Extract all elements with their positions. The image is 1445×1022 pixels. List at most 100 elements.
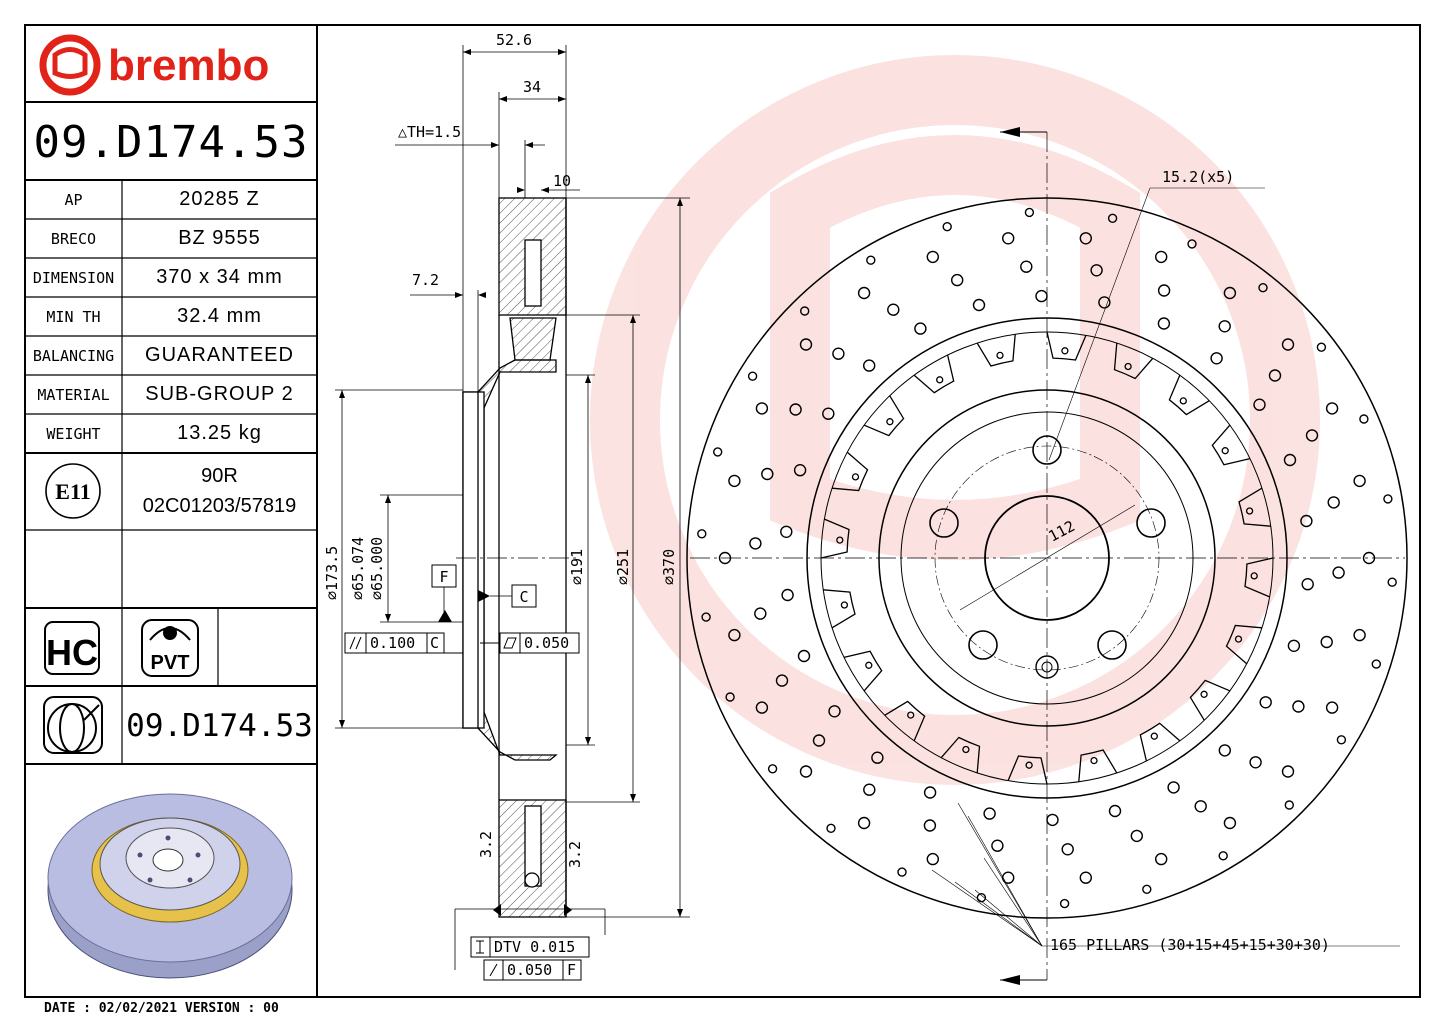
drill-hole	[1283, 453, 1297, 467]
datum-f: F	[439, 568, 448, 586]
bolt-hole-callout: 15.2(x5)	[1162, 168, 1234, 186]
drill-hole	[755, 701, 769, 714]
drill-hole	[923, 786, 937, 799]
vane-outline	[820, 331, 1274, 785]
pillar-mark	[840, 601, 849, 609]
e11-mark-icon	[45, 463, 101, 519]
drill-hole	[1223, 286, 1237, 300]
drill-hole	[1284, 800, 1295, 810]
dim-d173: ⌀173.5	[323, 546, 341, 600]
pillar-mark	[1250, 572, 1258, 580]
drill-hole	[1336, 735, 1347, 745]
roughness-1: 3.2	[477, 831, 495, 858]
drill-hole	[991, 839, 1004, 852]
pvt-badge-icon	[141, 619, 199, 677]
drill-hole	[1353, 474, 1366, 488]
drill-hole	[1371, 659, 1382, 669]
homologation-code: 90R	[201, 464, 238, 487]
pillar-mark	[865, 661, 873, 669]
drill-hole	[761, 467, 774, 481]
drill-hole	[1281, 338, 1295, 351]
drill-hole	[812, 734, 826, 747]
pillar-mark	[1234, 635, 1243, 643]
drill-hole	[1167, 781, 1180, 794]
drill-hole	[826, 823, 836, 833]
drill-hole	[857, 816, 871, 830]
cross-section-view	[456, 197, 580, 918]
drill-hole	[1387, 577, 1397, 587]
drill-hole	[713, 447, 723, 457]
drill-hole	[1258, 283, 1268, 293]
drill-hole	[728, 628, 741, 642]
drill-hole	[781, 588, 794, 602]
pillar-mark	[1179, 397, 1187, 405]
drill-hole	[1268, 369, 1282, 382]
drill-hole	[1301, 578, 1314, 591]
drill-hole	[1210, 352, 1223, 365]
drill-hole	[983, 807, 996, 820]
drill-hole	[972, 298, 986, 312]
drill-hole	[725, 692, 735, 702]
drill-hole	[1359, 414, 1369, 424]
disc-render-image	[47, 793, 293, 979]
sheet-border	[24, 24, 1421, 998]
drill-hole	[1281, 765, 1295, 778]
drill-hole	[1383, 494, 1393, 504]
drill-hole	[775, 674, 789, 687]
drill-hole	[701, 612, 711, 622]
spec-label: MIN TH	[46, 307, 101, 326]
dim-d191: ⌀191	[568, 549, 586, 585]
spec-value: 13.25 kg	[177, 422, 262, 444]
drill-hole	[799, 338, 813, 351]
pillar-mark	[962, 745, 970, 754]
tol-parallel: 0.100	[370, 634, 415, 652]
drill-hole	[863, 783, 876, 796]
pillar-mark	[936, 376, 944, 384]
drill-hole	[1142, 884, 1152, 894]
drill-hole	[857, 286, 871, 300]
dim-thickness: 34	[523, 78, 541, 96]
spec-value: BZ 9555	[178, 227, 261, 249]
drill-hole	[942, 221, 952, 232]
spec-value: SUB-GROUP 2	[145, 383, 294, 405]
tol-dtv: DTV 0.015	[494, 938, 575, 956]
spec-value: 20285 Z	[179, 188, 260, 210]
drill-hole	[718, 551, 732, 565]
drill-hole	[780, 525, 793, 538]
spec-value: 370 x 34 mm	[156, 266, 283, 288]
tol-runout: 0.050	[507, 961, 552, 979]
brembo-logo-icon	[39, 34, 101, 96]
drill-hole	[1325, 701, 1339, 714]
drill-hole	[1320, 635, 1333, 649]
pillar-mark	[851, 473, 860, 481]
pillar-mark	[836, 536, 844, 544]
pillar-mark	[996, 351, 1004, 360]
pvt-badge: PVT	[151, 652, 190, 674]
drill-hole	[871, 751, 884, 764]
drill-hole	[755, 402, 769, 415]
tol-runout-ref: F	[567, 961, 576, 979]
drill-hole	[1157, 317, 1171, 330]
drill-hole	[1046, 813, 1059, 827]
drill-hole	[1035, 289, 1048, 303]
part-number-bottom: 09.D174.53	[126, 708, 313, 744]
drill-hole	[799, 765, 813, 778]
drill-hole	[1292, 700, 1305, 713]
pillar-mark	[1025, 761, 1033, 769]
drill-hole	[1098, 296, 1111, 309]
drill-hole	[1130, 829, 1144, 843]
spec-label: BRECO	[50, 229, 97, 248]
drill-hole	[1079, 871, 1093, 884]
pillar-mark	[1200, 690, 1208, 698]
pillar-mark	[1245, 507, 1254, 515]
drill-hole	[887, 303, 900, 316]
tol-parallel-ref: C	[430, 634, 439, 652]
pillar-mark	[1090, 756, 1098, 765]
hc-badge: HC	[46, 632, 98, 673]
drill-hole	[1325, 402, 1339, 415]
spec-value: GUARANTEED	[145, 344, 294, 366]
drill-hole	[866, 255, 876, 265]
drill-hole	[754, 607, 767, 620]
drill-hole	[1218, 320, 1231, 333]
